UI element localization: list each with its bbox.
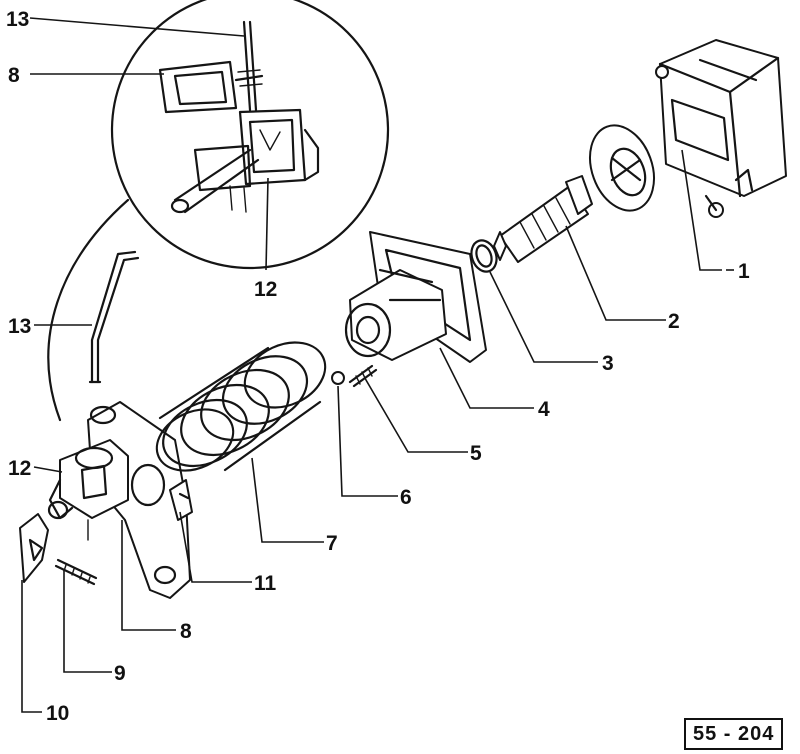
part-2-sensor [493, 124, 655, 263]
callout-13-top: 13 [6, 8, 29, 31]
throttle-body-assembly [47, 401, 191, 599]
callout-8-lower: 8 [180, 620, 192, 643]
callout-3: 3 [602, 352, 614, 375]
part-10-plate [19, 513, 49, 583]
part-1-housing [655, 39, 787, 218]
part-4-sleeve-frame [344, 231, 487, 363]
callout-12-lower: 12 [8, 457, 31, 480]
callout-1: 1 [738, 260, 750, 283]
part-7-bellows [155, 341, 327, 472]
callout-5: 5 [470, 442, 482, 465]
callout-12-top: 12 [254, 278, 277, 301]
figure-reference-number: 55 - 204 [684, 718, 784, 750]
callout-7: 7 [326, 532, 338, 555]
part-3-o-ring [470, 239, 498, 273]
leader-lines [21, 17, 722, 713]
callout-4: 4 [538, 398, 550, 421]
callout-9: 9 [114, 662, 126, 685]
callout-11: 11 [254, 572, 277, 595]
callout-2: 2 [668, 310, 680, 333]
callout-labels: 13 8 12 13 12 10 9 8 11 7 6 5 4 3 2 1 [6, 8, 750, 725]
part-5-spring [348, 364, 378, 388]
rod-13 [88, 250, 140, 384]
part-11-clamp [169, 479, 193, 521]
part-6-ball [331, 371, 345, 385]
detail-inset [47, 0, 390, 422]
part-9-screw [54, 558, 98, 586]
callout-13-lower: 13 [8, 315, 31, 338]
callout-8-top: 8 [8, 64, 20, 87]
callout-6: 6 [400, 486, 412, 509]
callout-10: 10 [46, 702, 69, 725]
